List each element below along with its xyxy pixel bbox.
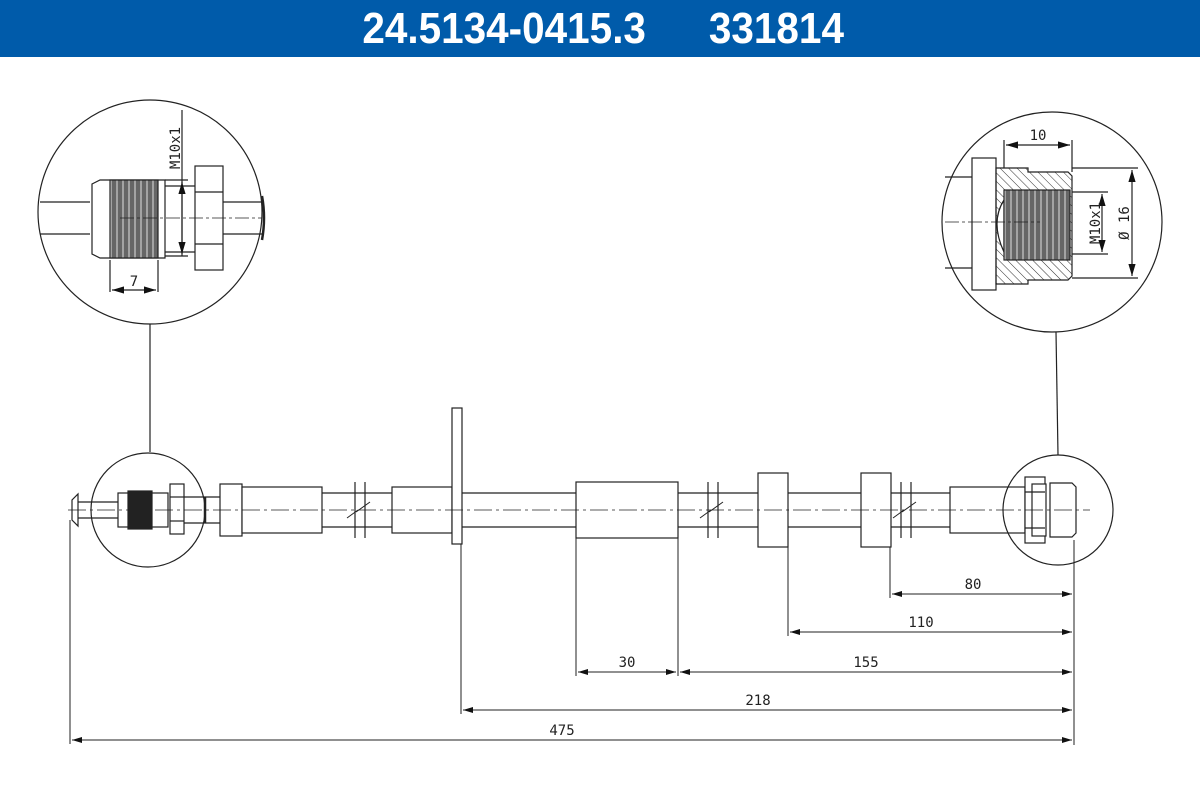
dim-30: 30 [619,655,636,671]
detail-left-fitting [37,99,266,452]
right-thread-label: M10x1 [1088,202,1104,244]
reference-number: 331814 [708,3,844,53]
hose-assembly [68,407,1114,568]
right-depth-label: 10 [1030,128,1047,144]
dim-475: 475 [549,723,574,739]
title-banner: 24.5134-0415.3 331814 [0,0,1200,57]
left-thread-label: M10x1 [168,127,184,169]
dim-80: 80 [965,577,982,593]
dim-110: 110 [908,615,933,631]
right-diameter-label: Ø 16 [1117,206,1133,240]
part-number: 24.5134-0415.3 [362,3,647,53]
dim-218: 218 [745,693,770,709]
dim-155: 155 [853,655,878,671]
left-thread-length-label: 7 [130,274,138,290]
detail-right-fitting [941,111,1163,456]
dimension-lines [69,520,1075,745]
